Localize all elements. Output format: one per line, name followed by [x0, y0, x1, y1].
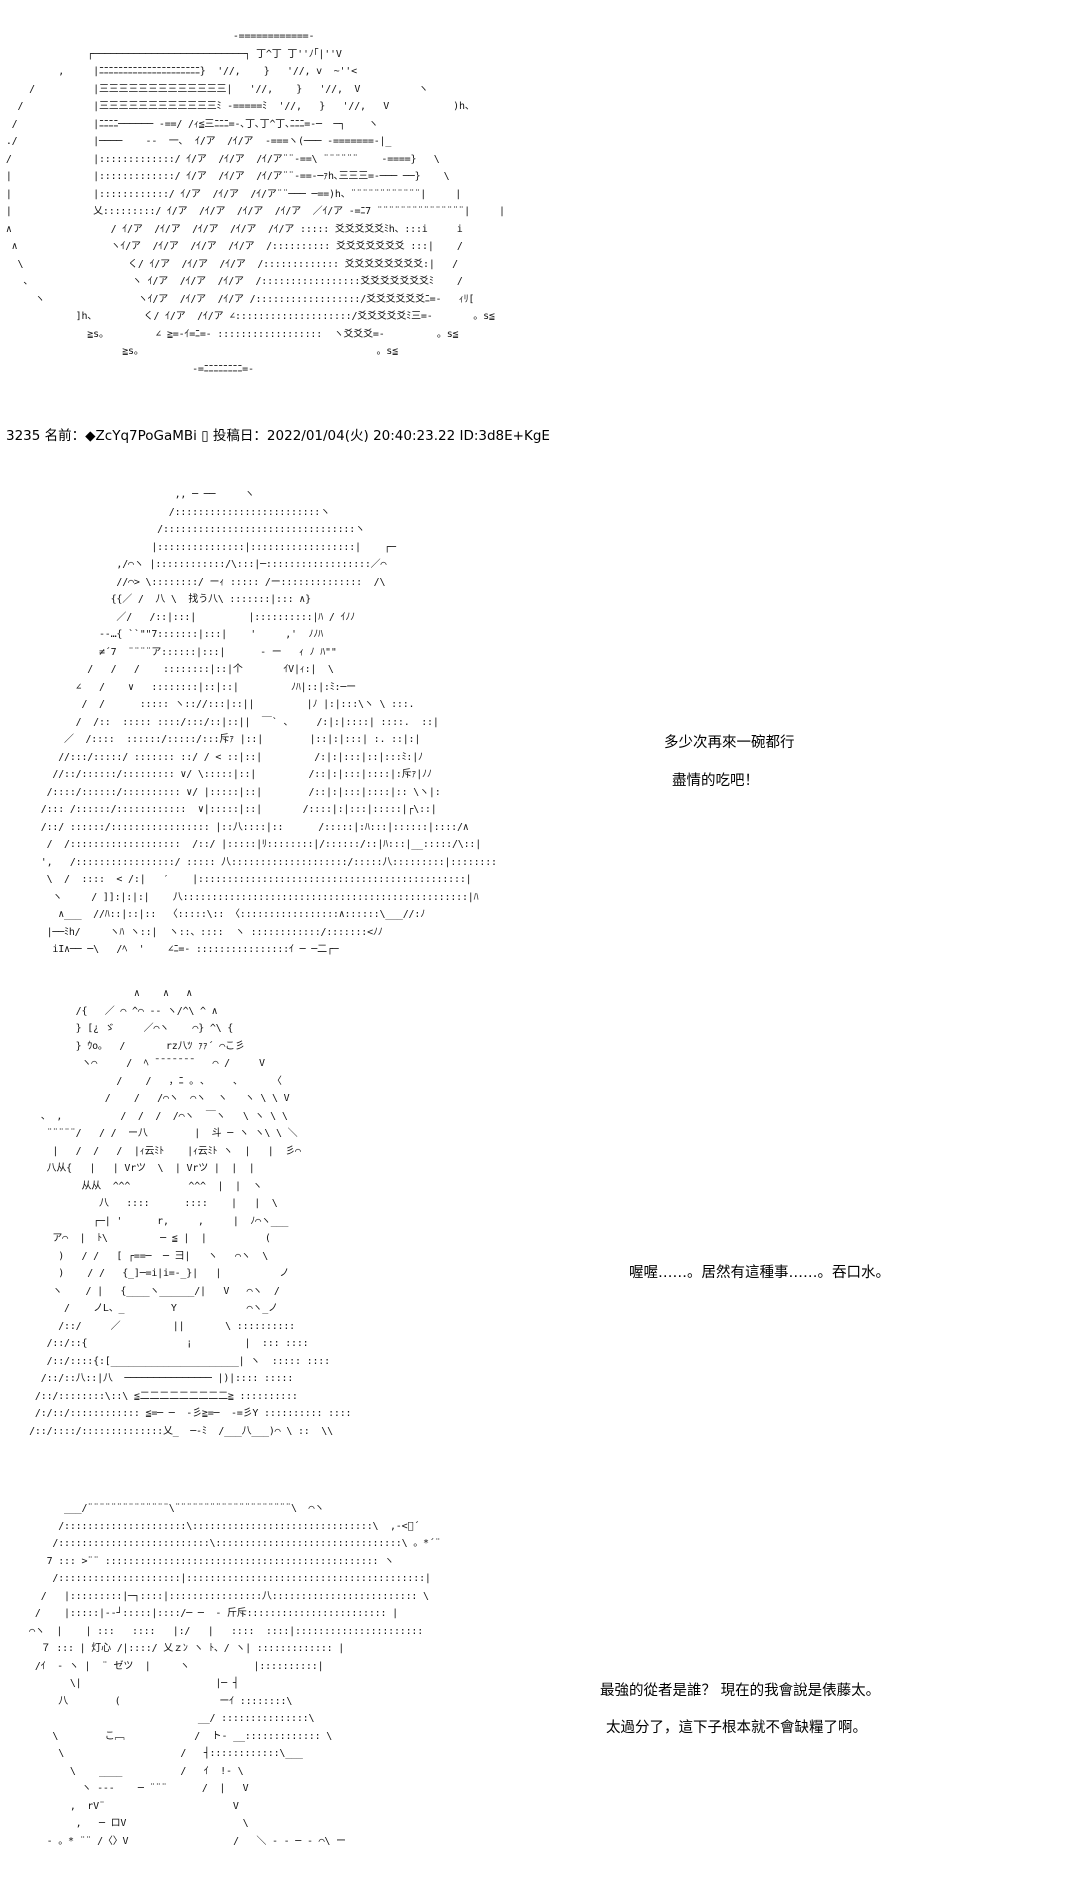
dialogue-line: 多少次再來一碗都行	[664, 735, 795, 751]
dialogue-line: 盡情的吃吧！	[672, 773, 759, 789]
ascii-art-figure-offering: ,, ─ ── ヽ /:::::::::::::::::::::::::ヽ /:…	[40, 489, 497, 955]
post-header: 3235 名前：◆ZcYq7PoGaMBi ▯ 投稿日：2022/01/04(火…	[6, 428, 550, 444]
dialogue-line: 太過分了，這下子根本就不會缺糧了啊。	[606, 1720, 867, 1736]
ascii-art-figure-closeup: ___/¨¨¨¨¨¨¨¨¨¨¨¨¨¨\¨¨¨¨¨¨¨¨¨¨¨¨¨¨¨¨¨¨¨¨\…	[29, 1503, 441, 1847]
dialogue-line: 喔喔……。居然有這種事……。吞口水。	[629, 1265, 890, 1281]
ascii-art-figure-eating: ∧ ∧ ∧ /{ ／ ⌒ ^⌒ ‐‐ ヽ/^\ ^ ∧ } [¿ ゞ ／⌒ヽ ⌒…	[29, 988, 352, 1437]
ascii-art-rice-bowl: -============- ┌────────────────────────…	[5, 31, 505, 375]
dialogue-line: 最強的從者是誰？ 現在的我會說是俵藤太。	[600, 1683, 881, 1699]
